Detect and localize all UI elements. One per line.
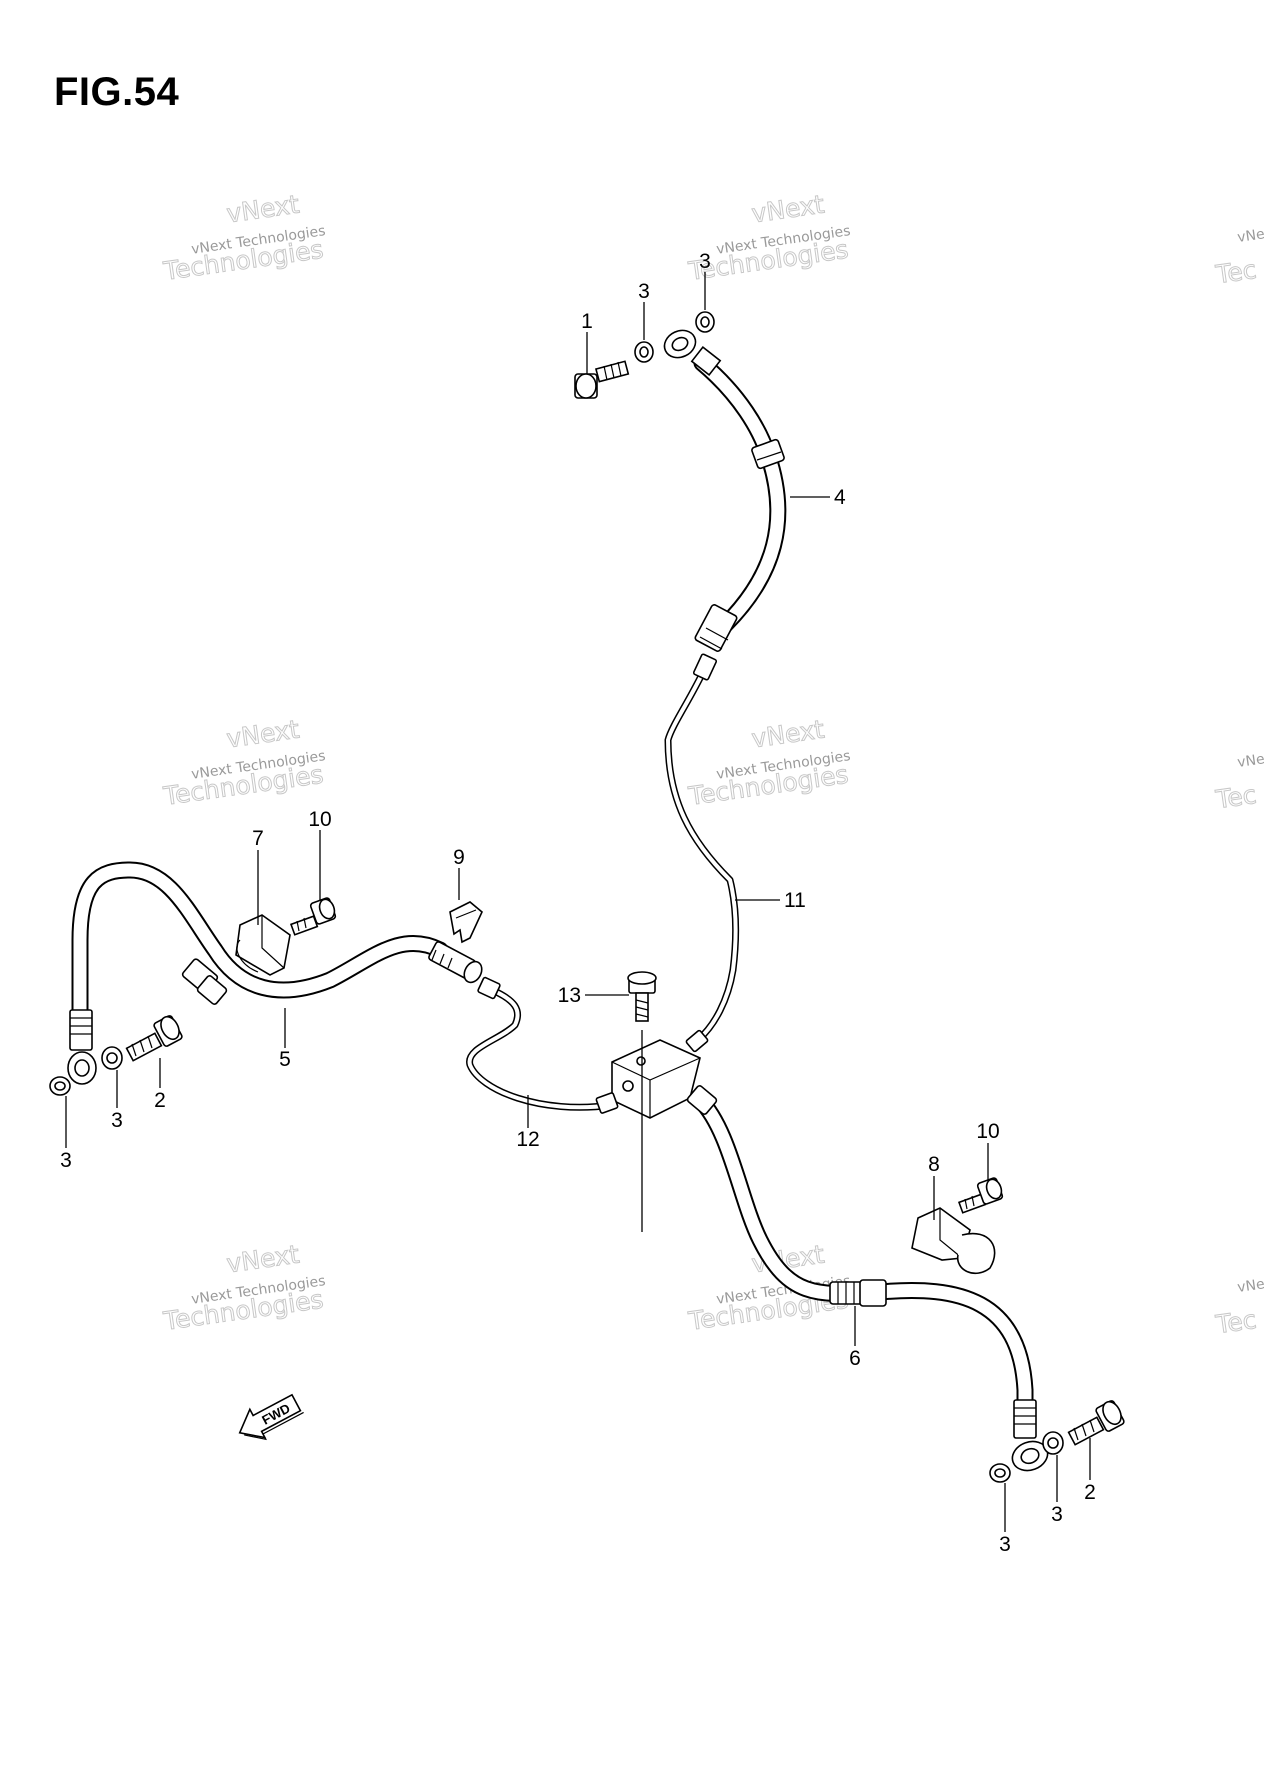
callout-8: 8 — [928, 1153, 940, 1176]
brake-pipe-12 — [466, 976, 619, 1114]
callout-9: 9 — [453, 846, 465, 869]
watermark-edge-2: vNe Tec — [1213, 751, 1266, 815]
washers — [49, 311, 1064, 1483]
three-way-joint — [611, 1039, 701, 1119]
callout-4: 4 — [834, 486, 846, 509]
watermark-partial-text: vNe — [1236, 226, 1265, 246]
watermark-4: vNext Technologies vNext Technologies — [686, 714, 852, 811]
bolt-13 — [627, 971, 657, 1022]
callout-3: 3 — [699, 250, 711, 273]
callout-10: 10 — [976, 1120, 999, 1143]
callout-12: 12 — [516, 1128, 539, 1151]
callout-numbers: 1 3 3 4 11 7 10 9 5 2 3 3 13 12 10 8 6 2… — [60, 250, 1096, 1556]
washer-top-2 — [695, 311, 715, 333]
watermark-vnext: vNext — [750, 190, 827, 229]
watermark-partial-technologies: Tec — [1213, 1305, 1258, 1339]
watermark-3: vNext Technologies vNext Technologies — [161, 714, 327, 811]
watermark-vnext: vNext — [750, 715, 827, 754]
figure-title: FIG.54 — [54, 70, 180, 114]
callout-5: 5 — [279, 1048, 291, 1071]
callout-3: 3 — [111, 1109, 123, 1132]
banjo-bolt-2-left — [125, 1015, 183, 1062]
callout-10: 10 — [308, 808, 331, 831]
watermark-vnext: vNext — [225, 715, 302, 754]
callout-3: 3 — [999, 1533, 1011, 1556]
brake-hose-right — [686, 1085, 1037, 1439]
banjo-fitting-left — [67, 1051, 97, 1085]
watermark-edge-1: vNe Tec — [1213, 226, 1266, 290]
callout-3: 3 — [638, 280, 650, 303]
washer-right-1 — [989, 1463, 1011, 1483]
callout-3: 3 — [60, 1149, 72, 1172]
banjo-bolt-2-right — [1067, 1400, 1125, 1446]
clamp-8 — [911, 1207, 996, 1274]
callout-7: 7 — [252, 827, 264, 850]
watermark-partial-text: vNe — [1236, 751, 1265, 771]
callout-2: 2 — [1084, 1481, 1096, 1504]
watermark-partial-text: vNe — [1236, 1276, 1265, 1296]
bolt-10-lower — [957, 1177, 1004, 1214]
washer-left-2 — [101, 1046, 123, 1070]
fwd-direction-arrow: FWD — [238, 1393, 304, 1441]
watermark-partial-technologies: Tec — [1213, 255, 1258, 289]
callout-2: 2 — [154, 1089, 166, 1112]
callout-6: 6 — [849, 1347, 861, 1370]
watermark-5: vNext Technologies vNext Technologies — [161, 1239, 327, 1336]
washer-top-1 — [634, 341, 654, 363]
banjo-fitting-right — [1011, 1440, 1049, 1472]
callout-1: 1 — [581, 310, 593, 333]
watermark-1: vNext Technologies vNext Technologies — [161, 189, 327, 286]
clip-9 — [449, 901, 483, 944]
brake-hose-upper — [690, 346, 787, 652]
watermark-vnext: vNext — [225, 190, 302, 229]
washer-left-1 — [49, 1076, 71, 1096]
watermark-edge-3: vNe Tec — [1213, 1276, 1266, 1340]
watermark-partial-technologies: Tec — [1213, 780, 1258, 814]
banjo-fitting-upper — [663, 329, 697, 359]
callout-3: 3 — [1051, 1503, 1063, 1526]
banjo-bolt-1 — [574, 360, 630, 399]
watermark-vnext: vNext — [225, 1240, 302, 1279]
brake-hose-left — [69, 861, 483, 1051]
callout-13: 13 — [558, 984, 581, 1007]
brake-pipe-11 — [664, 653, 740, 1053]
washer-right-2 — [1042, 1431, 1064, 1455]
leader-lines — [65, 272, 1091, 1532]
clamp-7 — [235, 914, 291, 976]
callout-11: 11 — [784, 889, 806, 912]
bolt-10-upper — [289, 897, 337, 936]
